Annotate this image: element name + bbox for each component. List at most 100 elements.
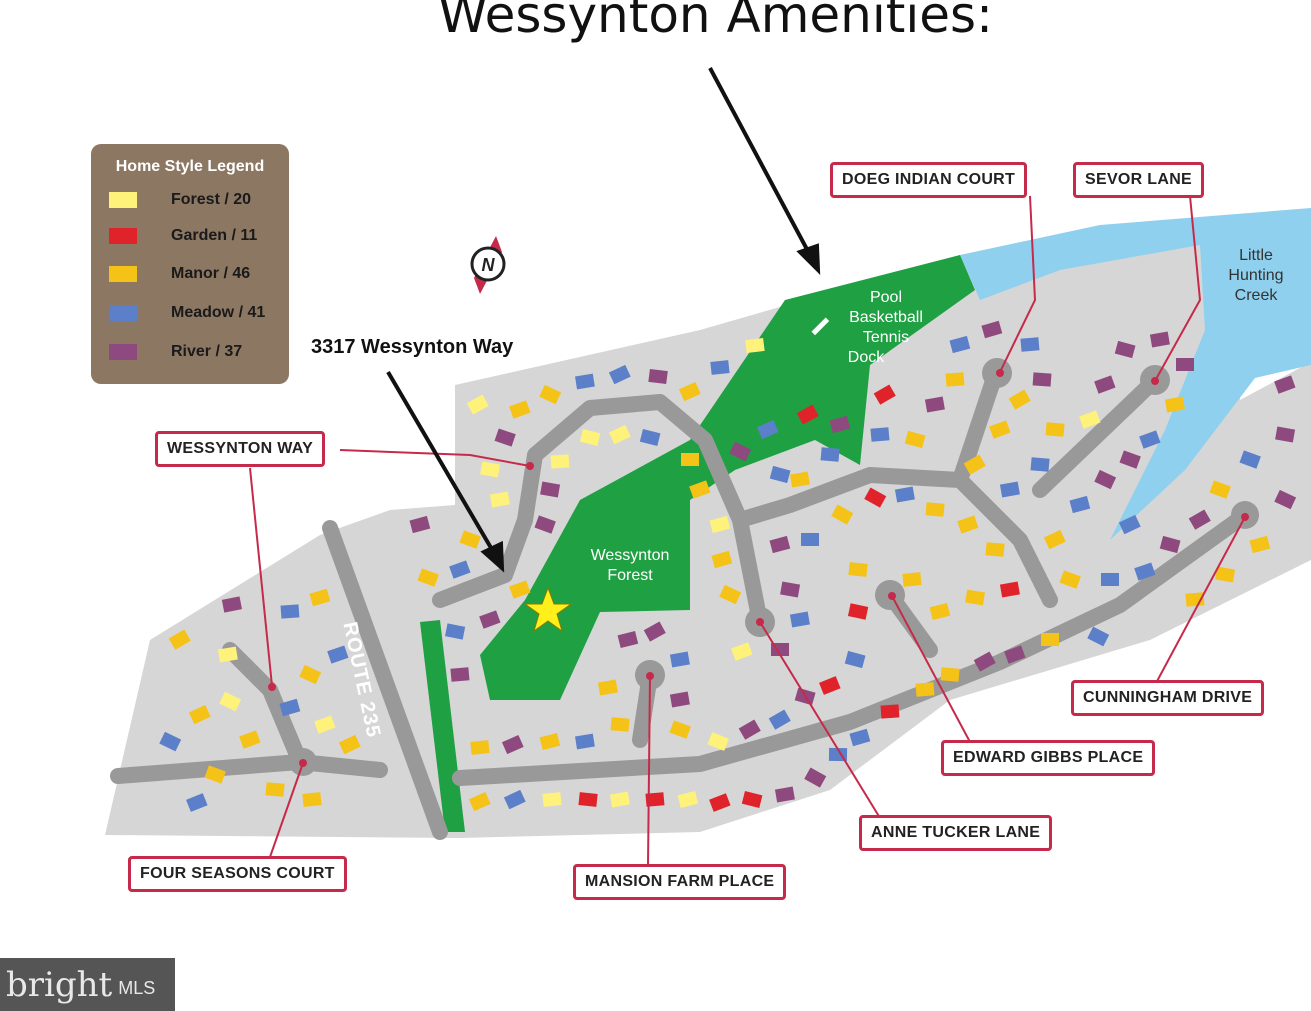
legend-label: Garden / 11: [171, 227, 258, 244]
house-marker: [669, 651, 690, 668]
house-marker: [503, 789, 526, 810]
house-marker: [1274, 375, 1296, 394]
house-marker: [904, 430, 926, 449]
house-marker: [973, 651, 996, 672]
house-marker: [1274, 489, 1297, 510]
road-label-doeg-indian-court: DOEG INDIAN COURT: [830, 162, 1028, 198]
house-marker: [617, 631, 639, 648]
amenity-pool: Pool: [869, 289, 903, 306]
house-marker: [302, 792, 322, 807]
house-marker: [1041, 633, 1059, 646]
house-marker: [709, 793, 731, 812]
house-marker: [957, 515, 979, 534]
house-marker: [924, 396, 945, 413]
house-marker: [731, 642, 753, 661]
house-marker: [1134, 562, 1156, 581]
house-marker: [1188, 509, 1211, 530]
house-marker: [610, 717, 630, 732]
house-marker: [820, 447, 840, 462]
house-marker: [299, 664, 322, 685]
house-marker: [168, 629, 191, 650]
creek-label-line: Hunting: [1228, 267, 1284, 284]
north-compass-icon: N: [470, 236, 506, 294]
house-marker: [578, 792, 598, 807]
house-marker: [1149, 331, 1170, 348]
house-marker: [539, 384, 562, 405]
logo-suffix: MLS: [118, 978, 156, 998]
meadow-swatch-icon: [109, 305, 137, 321]
house-marker: [756, 419, 779, 440]
amenity-dock: Dock: [847, 349, 885, 366]
house-marker: [1004, 645, 1026, 664]
house-marker: [540, 481, 561, 498]
house-marker: [409, 515, 431, 534]
house-marker: [1275, 426, 1296, 443]
legend-label: Forest / 20: [171, 191, 252, 208]
house-marker: [940, 667, 960, 682]
house-marker: [645, 792, 665, 807]
house-marker: [509, 580, 531, 599]
property-star-icon: [523, 586, 573, 633]
house-marker: [221, 596, 242, 613]
house-marker: [985, 542, 1005, 557]
road-label-wessynton-way: WESSYNTON WAY: [155, 431, 326, 467]
road-label-edward-gibbs-place: EDWARD GIBBS PLACE: [941, 740, 1156, 776]
house-marker: [1114, 340, 1136, 359]
house-marker: [870, 427, 890, 442]
house-marker: [314, 715, 336, 734]
house-marker: [1119, 450, 1141, 469]
house-marker: [608, 424, 631, 445]
house-marker: [327, 645, 349, 664]
house-marker: [309, 588, 331, 607]
house-marker: [1249, 535, 1271, 554]
house-marker: [539, 733, 561, 750]
house-marker: [711, 550, 733, 569]
house-marker: [707, 732, 729, 751]
house-marker: [188, 704, 211, 725]
house-marker: [1215, 566, 1236, 583]
house-marker: [677, 791, 699, 808]
house-marker: [709, 515, 731, 534]
bright-mls-logo: bright MLS: [0, 958, 175, 1011]
house-marker: [689, 480, 711, 499]
house-marker: [159, 731, 182, 752]
leader-dots: [268, 369, 1249, 767]
house-marker: [873, 384, 896, 405]
arrows: [386, 67, 821, 573]
house-marker: [729, 441, 752, 462]
forest-label-line: Forest: [607, 567, 653, 584]
house-marker: [864, 487, 887, 508]
house-marker: [819, 676, 841, 695]
house-marker: [894, 486, 915, 503]
creek-water: [960, 208, 1311, 540]
house-marker: [738, 719, 761, 740]
house-marker: [789, 471, 810, 488]
house-marker: [741, 791, 763, 808]
house-marker: [719, 584, 742, 605]
house-marker: [963, 454, 986, 475]
house-marker: [609, 791, 630, 808]
house-marker: [669, 720, 691, 739]
legend-item-garden: Garden / 11: [109, 224, 257, 248]
logo-brand: bright: [6, 964, 113, 1005]
legend-label: Meadow / 41: [171, 304, 266, 321]
house-marker: [1209, 480, 1231, 499]
house-marker: [608, 364, 631, 385]
house-marker: [1094, 469, 1117, 490]
house-marker: [1069, 495, 1091, 514]
house-marker: [1020, 337, 1040, 352]
house-marker: [1101, 573, 1119, 586]
house-marker: [915, 682, 935, 697]
house-marker: [470, 740, 490, 755]
house-marker: [280, 604, 300, 619]
house-marker: [789, 611, 810, 628]
house-marker: [745, 337, 765, 354]
page-title: Wessynton Amenities:: [438, 0, 993, 44]
house-marker: [999, 481, 1020, 498]
house-marker: [597, 679, 618, 696]
legend-item-forest: Forest / 20: [109, 188, 251, 212]
house-marker: [831, 504, 854, 525]
house-marker: [479, 610, 501, 629]
